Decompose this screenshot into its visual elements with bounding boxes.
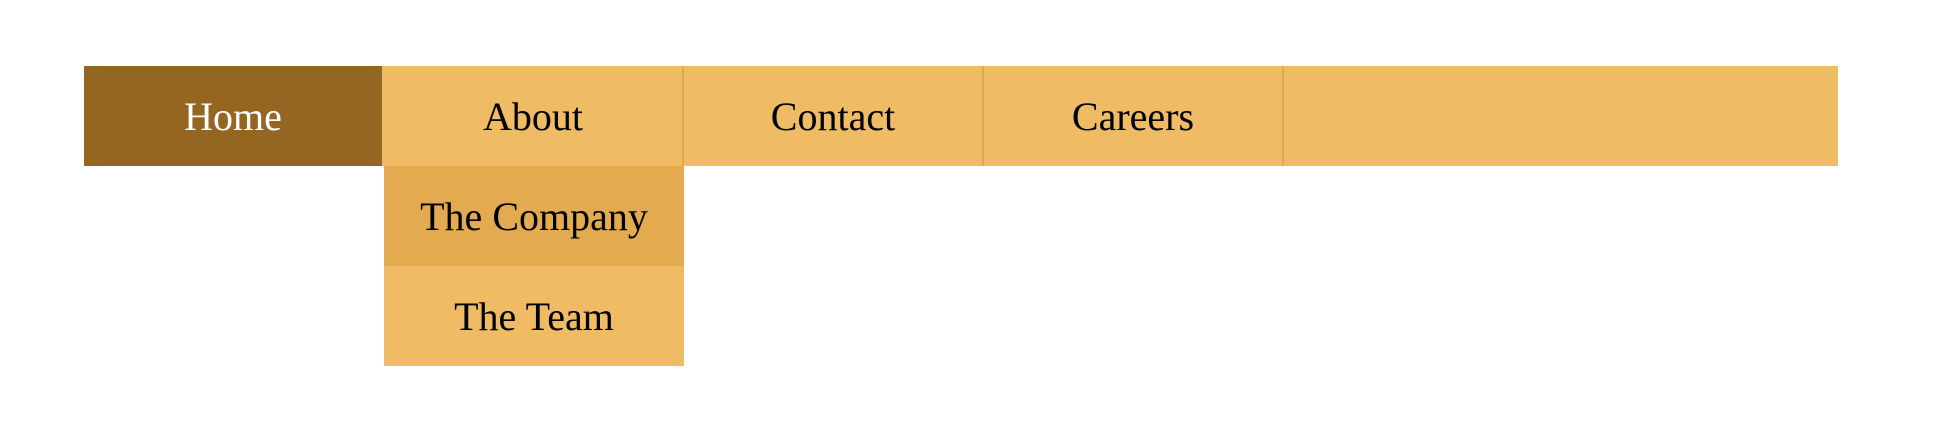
nav-item-careers[interactable]: Careers [984,66,1284,166]
nav-item-about[interactable]: About The Company The Team [384,66,684,366]
nav-item-about-label: About [483,93,583,139]
about-dropdown-menu: The Company The Team [384,166,684,366]
dropdown-item-the-team[interactable]: The Team [384,266,684,366]
nav-item-careers-label: Careers [1071,93,1195,139]
nav-item-contact[interactable]: Contact [684,66,984,166]
dropdown-item-the-company[interactable]: The Company [384,166,684,266]
nav-item-home[interactable]: Home [84,66,384,166]
main-nav-bar: Home About The Company The Team Contact … [84,66,1838,366]
nav-item-contact-label: Contact [770,93,896,139]
nav-item-home-label: Home [184,93,282,139]
